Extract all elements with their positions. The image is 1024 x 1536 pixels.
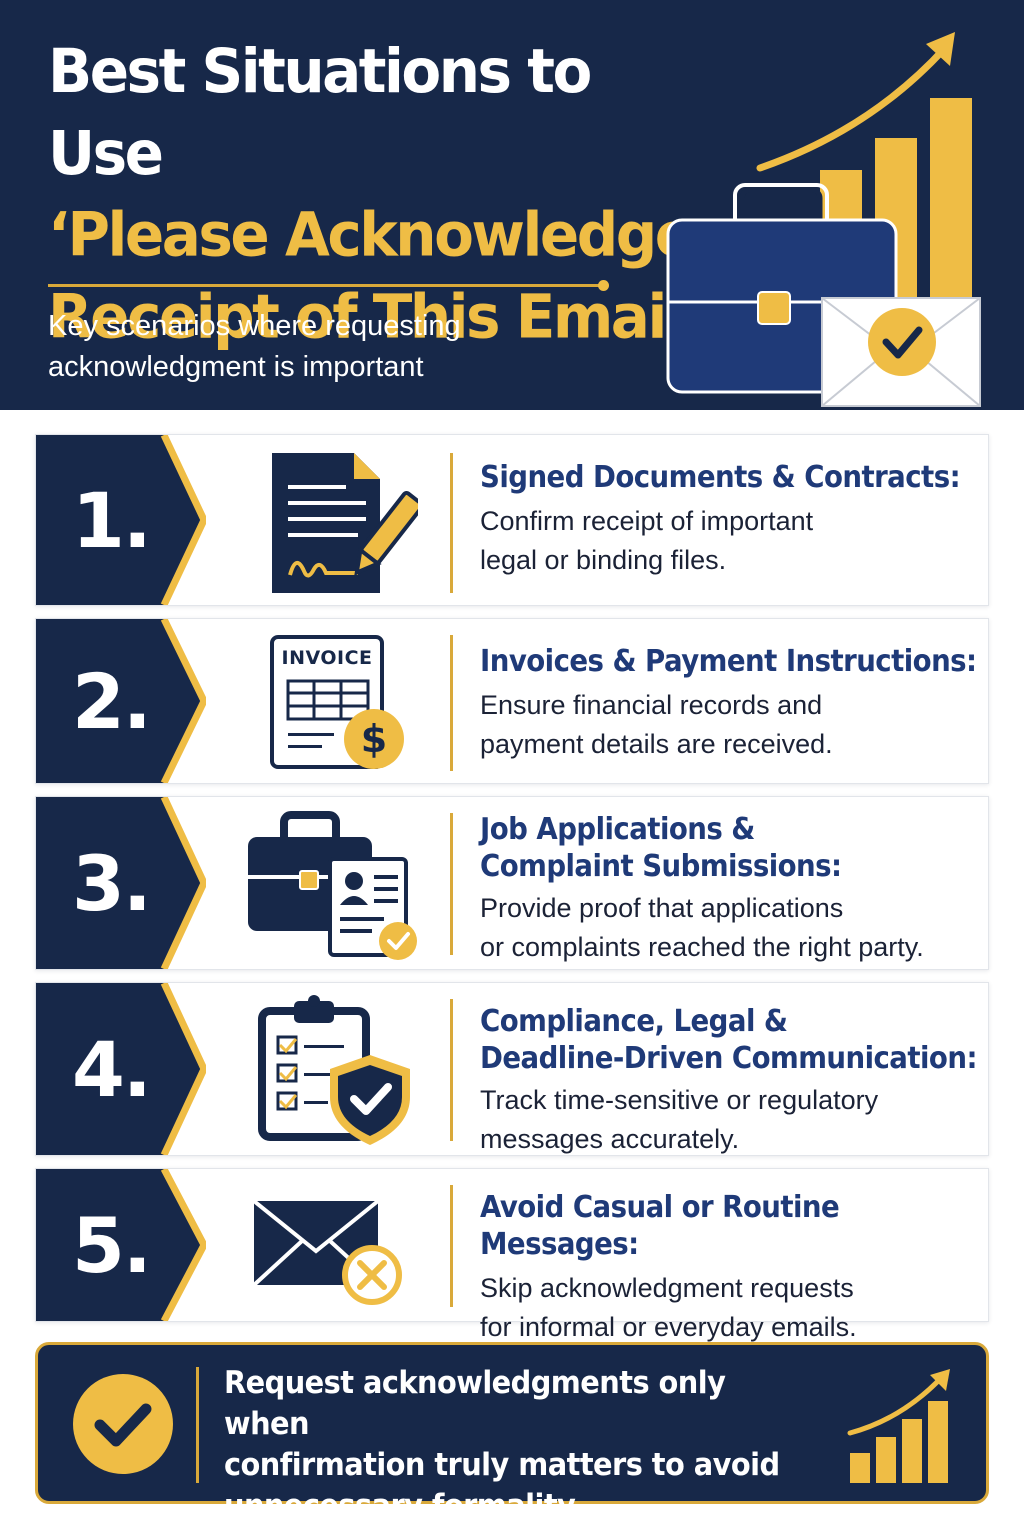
item-description-line: legal or binding files. bbox=[480, 545, 727, 575]
item-heading-line: Deadline-Driven Communication: bbox=[480, 1041, 977, 1076]
item-heading-line: Compliance, Legal & bbox=[480, 1004, 788, 1039]
number-badge bbox=[36, 435, 206, 605]
item-text: Job Applications & Complaint Submissions… bbox=[480, 811, 980, 967]
footer-callout: Request acknowledgments only when confir… bbox=[35, 1342, 989, 1524]
dollar-sign-icon: $ bbox=[360, 717, 388, 761]
item-description: Provide proof that applications or compl… bbox=[480, 889, 980, 967]
item-heading-line: Invoices & Payment Instructions: bbox=[480, 644, 977, 679]
list-item-4: 4. Compliance, Legal & Deadline-Driven C… bbox=[35, 982, 989, 1156]
title-line-3: Receipt of This Email’ bbox=[48, 280, 704, 353]
growth-chart-icon bbox=[847, 1369, 950, 1483]
footer-line: Request acknowledgments only when bbox=[224, 1365, 726, 1442]
item-description: Track time-sensitive or regulatory messa… bbox=[480, 1081, 980, 1159]
item-number: 5. bbox=[72, 1200, 152, 1290]
subtitle-line-2: acknowledgment is important bbox=[48, 351, 424, 383]
footer-line: confirmation truly matters to avoid bbox=[224, 1447, 780, 1483]
number-badge bbox=[36, 983, 206, 1155]
item-number: 1. bbox=[72, 475, 152, 565]
item-number: 3. bbox=[72, 838, 152, 928]
item-heading: Signed Documents & Contracts: bbox=[480, 459, 995, 496]
item-description-line: Provide proof that applications bbox=[480, 893, 844, 923]
item-heading-line: Job Applications & bbox=[480, 812, 755, 847]
item-description-line: for informal or everyday emails. bbox=[480, 1312, 857, 1342]
item-description-line: Skip acknowledgment requests bbox=[480, 1273, 854, 1303]
footer-divider bbox=[196, 1367, 199, 1483]
check-circle-icon bbox=[73, 1374, 173, 1474]
list-item-2: 2. INVOICE $ Invoices & Payment Instruct… bbox=[35, 618, 989, 784]
divider-line bbox=[450, 1185, 453, 1307]
item-description: Confirm receipt of important legal or bi… bbox=[480, 502, 980, 580]
footer-message: Request acknowledgments only when confir… bbox=[224, 1363, 801, 1527]
invoice-dollar-icon bbox=[270, 635, 404, 769]
item-description-line: messages accurately. bbox=[480, 1124, 740, 1154]
number-badge bbox=[36, 619, 206, 783]
item-text: Invoices & Payment Instructions: Ensure … bbox=[480, 643, 980, 764]
briefcase-envelope-chart-icon bbox=[666, 32, 981, 407]
item-number: 2. bbox=[72, 656, 152, 746]
item-heading: Avoid Casual or Routine Messages: bbox=[480, 1189, 995, 1263]
item-heading-line: Complaint Submissions: bbox=[480, 849, 842, 884]
number-badge bbox=[36, 797, 206, 969]
divider-line bbox=[450, 635, 453, 771]
item-heading-line: Avoid Casual or Routine Messages: bbox=[480, 1190, 840, 1262]
briefcase-resume-icon bbox=[248, 811, 417, 960]
document-signature-icon bbox=[272, 453, 418, 593]
page-title: Best Situations to Use ‘Please Acknowled… bbox=[48, 30, 708, 358]
divider-line bbox=[450, 453, 453, 593]
envelope-cancel-icon bbox=[252, 1199, 402, 1305]
list-item-5: 5. Avoid Casual or Routine Messages: Ski… bbox=[35, 1168, 989, 1342]
item-description-line: Ensure financial records and bbox=[480, 690, 823, 720]
list-item-1: 1. Signed Documents & Contracts: Confirm… bbox=[35, 434, 989, 606]
header-banner: Best Situations to Use ‘Please Acknowled… bbox=[0, 0, 1024, 410]
item-heading: Compliance, Legal & Deadline-Driven Comm… bbox=[480, 1003, 995, 1077]
item-heading-line: Signed Documents & Contracts: bbox=[480, 460, 961, 495]
subtitle-line-1: Key scenarios where requesting bbox=[48, 310, 461, 342]
item-heading: Job Applications & Complaint Submissions… bbox=[480, 811, 995, 885]
title-line-1: Best Situations to Use bbox=[48, 35, 592, 189]
invoice-label: INVOICE bbox=[281, 647, 373, 669]
footer-line: unnecessary formality. bbox=[224, 1488, 584, 1524]
item-description-line: payment details are received. bbox=[480, 729, 833, 759]
item-text: Compliance, Legal & Deadline-Driven Comm… bbox=[480, 1003, 980, 1159]
item-number: 4. bbox=[72, 1024, 152, 1114]
item-heading: Invoices & Payment Instructions: bbox=[480, 643, 995, 680]
item-description-line: Track time-sensitive or regulatory bbox=[480, 1085, 879, 1115]
number-badge bbox=[36, 1169, 206, 1321]
item-description-line: Confirm receipt of important bbox=[480, 506, 814, 536]
divider-line bbox=[450, 999, 453, 1141]
list-item-3: 3. Job Applications & Complaint Submissi… bbox=[35, 796, 989, 970]
page-subtitle: Key scenarios where requesting acknowled… bbox=[48, 306, 568, 388]
title-line-2: ‘Please Acknowledge bbox=[48, 199, 694, 271]
clipboard-shield-icon bbox=[258, 995, 410, 1145]
item-description-line: or complaints reached the right party. bbox=[480, 932, 924, 962]
item-text: Signed Documents & Contracts: Confirm re… bbox=[480, 459, 980, 580]
title-divider-dot bbox=[598, 280, 609, 291]
title-divider bbox=[48, 284, 604, 287]
item-description: Ensure financial records and payment det… bbox=[480, 686, 980, 764]
item-description: Skip acknowledgment requests for informa… bbox=[480, 1269, 980, 1347]
item-text: Avoid Casual or Routine Messages: Skip a… bbox=[480, 1189, 980, 1347]
divider-line bbox=[450, 813, 453, 955]
